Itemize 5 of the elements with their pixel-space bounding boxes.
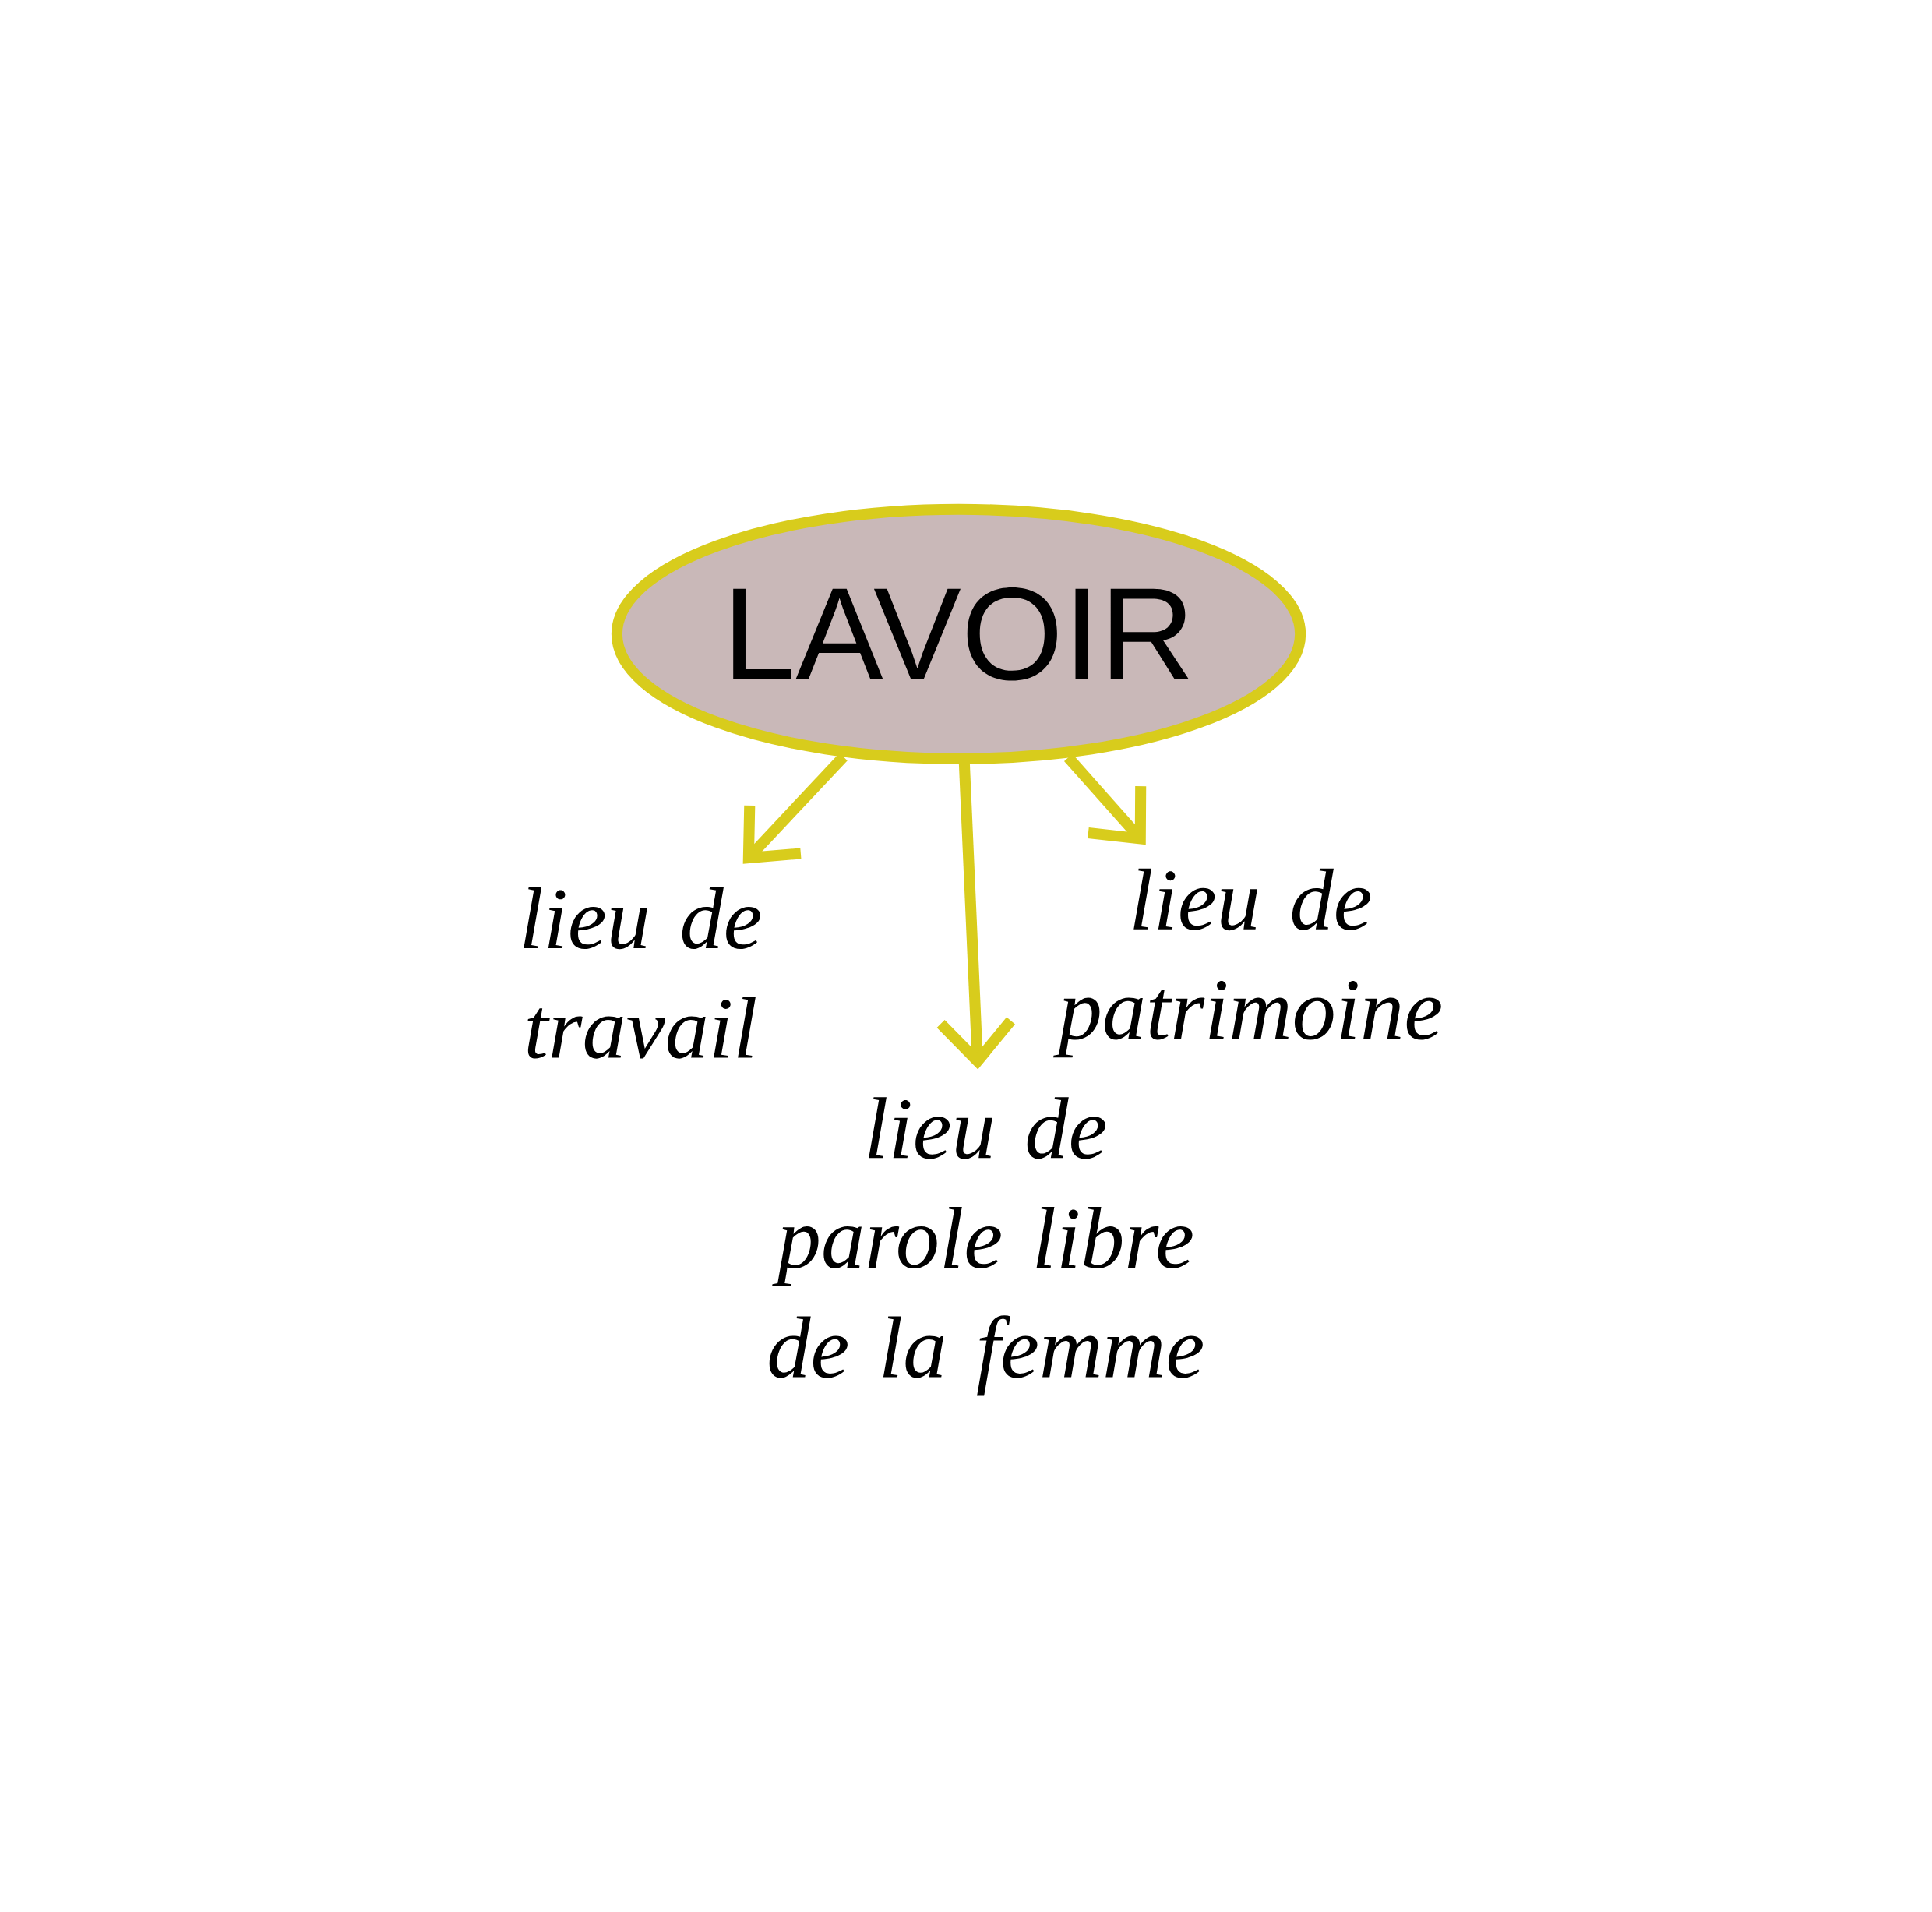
handwritten-label: lieu de travail xyxy=(524,887,761,1059)
handwritten-label: lieu de patrimoine xyxy=(1053,868,1441,1058)
handwritten-label: lieu de parole libre de la femme xyxy=(769,1097,1203,1396)
arrow xyxy=(936,764,1015,1070)
ellipse-node: LAVOIR xyxy=(611,503,1306,764)
